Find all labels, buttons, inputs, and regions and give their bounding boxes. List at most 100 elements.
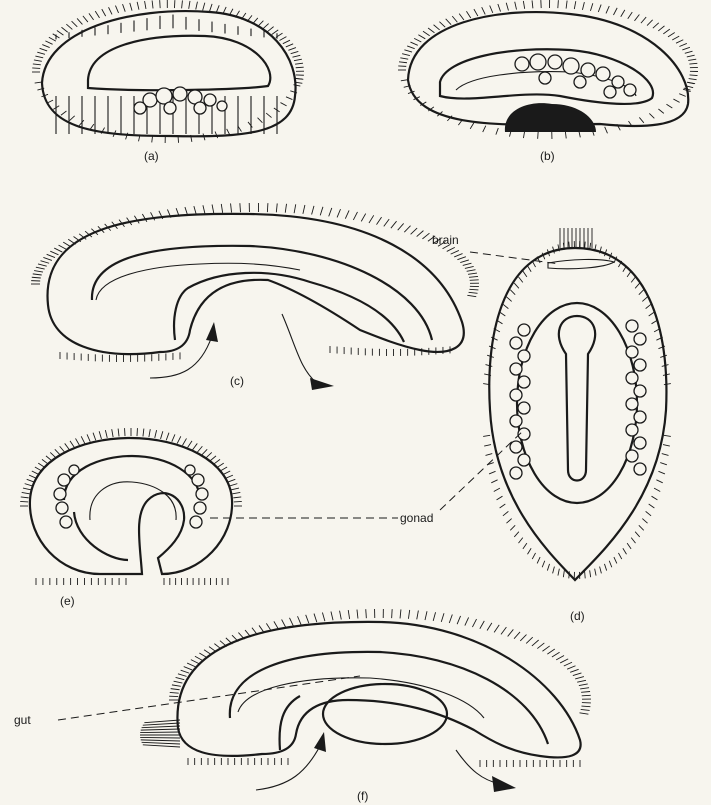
egg-cell xyxy=(634,385,646,397)
cilium xyxy=(194,206,196,215)
cilium xyxy=(170,692,179,693)
cilium xyxy=(274,621,279,629)
cilium xyxy=(497,496,503,500)
cilium xyxy=(604,564,606,571)
cilium xyxy=(376,217,381,224)
cilium xyxy=(40,48,48,51)
panel-b-label: (b) xyxy=(540,149,555,163)
cilium xyxy=(70,441,74,448)
panel-d-cilia xyxy=(483,228,671,579)
cilium xyxy=(466,11,470,18)
cilium xyxy=(631,538,635,544)
cilium xyxy=(228,479,236,482)
cilium xyxy=(41,261,50,264)
cilium xyxy=(494,625,499,632)
cilium xyxy=(294,59,302,60)
cilium xyxy=(532,640,539,646)
apical-tuft xyxy=(142,742,180,744)
cilium xyxy=(177,436,181,443)
cilium xyxy=(206,452,212,457)
cilium xyxy=(172,685,181,686)
panel-f-label: (f) xyxy=(357,789,368,803)
cilium xyxy=(666,104,672,108)
gut-label: gut xyxy=(14,713,31,727)
cilium xyxy=(303,205,305,214)
cilium xyxy=(216,5,219,12)
cilium xyxy=(496,128,498,135)
cilium xyxy=(417,231,424,237)
egg-cell xyxy=(518,350,530,362)
cilium xyxy=(465,266,474,268)
cilium xyxy=(569,571,570,578)
cilium xyxy=(337,209,340,217)
panel-c-arrow-up xyxy=(150,336,212,378)
cilium xyxy=(500,312,506,316)
egg-cell xyxy=(510,467,522,479)
egg-cell xyxy=(510,415,522,427)
cilium xyxy=(29,475,36,478)
cilium xyxy=(635,532,640,537)
cilium xyxy=(567,666,575,669)
cilium xyxy=(294,204,296,213)
cilium xyxy=(503,511,508,515)
cilium xyxy=(523,1,524,9)
cilium xyxy=(293,55,301,57)
egg-cell xyxy=(515,57,529,71)
panel-e-gut-tube xyxy=(64,456,200,560)
cilium xyxy=(199,653,207,658)
cilium xyxy=(501,627,506,634)
cilium xyxy=(689,79,697,80)
cilium xyxy=(35,56,43,58)
cilium xyxy=(197,446,202,452)
cilium xyxy=(345,210,349,218)
cilium xyxy=(366,609,367,618)
cilium xyxy=(618,553,621,559)
egg-cell xyxy=(510,389,522,401)
cilium xyxy=(320,207,323,216)
cilium xyxy=(518,538,522,544)
panel-f: (f) xyxy=(140,609,591,803)
cilium xyxy=(575,677,584,679)
cilium xyxy=(447,247,455,251)
egg-cell xyxy=(164,102,176,114)
cilium xyxy=(503,304,508,308)
cilium xyxy=(38,264,47,266)
cilium xyxy=(77,18,82,24)
egg-cell xyxy=(185,465,195,475)
panel-c-outer-body xyxy=(48,214,464,354)
cilium xyxy=(627,271,631,277)
egg-cell xyxy=(518,402,530,414)
cilium xyxy=(61,111,67,115)
cilium xyxy=(248,122,252,127)
cilium xyxy=(609,561,612,568)
cilium xyxy=(95,11,99,18)
cilium xyxy=(425,611,427,620)
apical-tuft xyxy=(144,720,180,723)
cilium xyxy=(520,635,526,641)
cilium xyxy=(652,320,658,324)
cilium xyxy=(690,75,698,76)
cilium xyxy=(32,277,41,278)
cilium xyxy=(189,1,190,9)
cilium xyxy=(22,492,30,493)
cilium xyxy=(422,233,429,239)
egg-cell xyxy=(510,441,522,453)
cilium xyxy=(182,0,183,8)
cilium xyxy=(209,4,212,12)
cilium xyxy=(523,543,527,549)
cilium xyxy=(353,212,357,220)
cilium xyxy=(570,669,578,672)
egg-cell xyxy=(539,72,551,84)
cilium xyxy=(614,557,617,563)
cilium xyxy=(483,435,490,436)
cilium xyxy=(266,623,271,631)
cilium xyxy=(565,132,566,139)
cilium xyxy=(137,2,139,10)
cilium xyxy=(465,617,469,625)
cilium xyxy=(623,266,627,272)
cilium xyxy=(487,623,492,631)
cilium xyxy=(649,312,655,316)
cilium xyxy=(398,223,404,230)
cilium xyxy=(27,479,35,482)
cilium xyxy=(34,60,42,61)
